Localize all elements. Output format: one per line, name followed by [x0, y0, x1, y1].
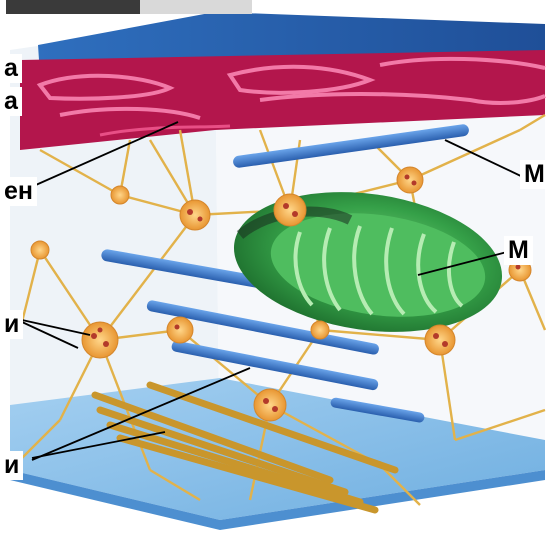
- label-a-1: а: [0, 54, 22, 83]
- label-a-2: а: [0, 87, 22, 116]
- top-thumbnail-strip-light: [140, 0, 252, 14]
- label-i-1: и: [0, 310, 23, 339]
- label-en: ен: [0, 177, 37, 206]
- label-m-1: М: [520, 160, 549, 189]
- label-i-2: и: [0, 451, 23, 480]
- label-m-2: М: [504, 236, 533, 265]
